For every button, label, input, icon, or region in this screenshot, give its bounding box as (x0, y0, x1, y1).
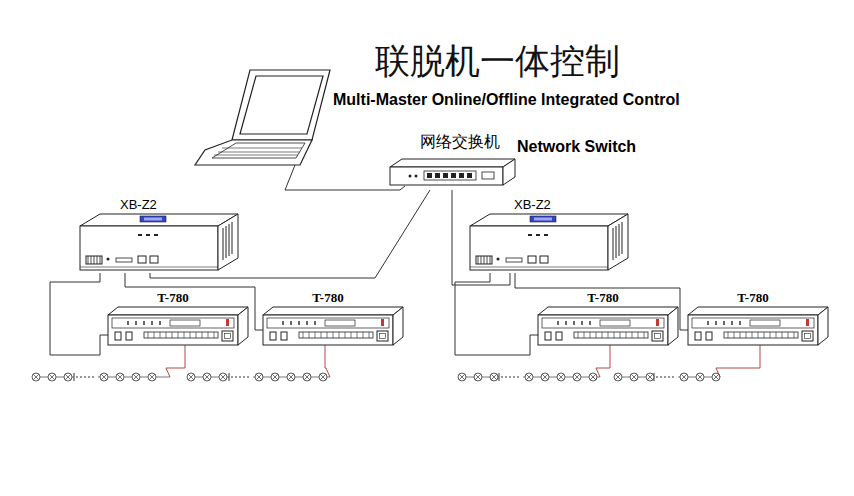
controller-box: XB-Z2 (470, 198, 628, 273)
device-label: T-780 (108, 291, 238, 305)
device-label: T-780 (263, 291, 393, 305)
laptop-cable (285, 165, 405, 190)
device-drawing (263, 307, 403, 347)
subtitle: Multi-Master Online/Offline Integrated C… (333, 91, 680, 109)
device-caption: Network Switch (517, 138, 636, 156)
device-label: T-780 (688, 291, 818, 305)
sub-controller-box: T-780 (263, 291, 403, 347)
device-label: XB-Z2 (514, 198, 551, 212)
laptop-icon (195, 70, 330, 165)
diagram-title: 联脱机一体控制 (0, 38, 854, 85)
sub-controller-box: T-780 (538, 291, 678, 347)
device-drawing (108, 307, 248, 347)
controller-box: XB-Z2 (80, 198, 238, 273)
sub-controller-box: T-780 (688, 291, 828, 347)
device-drawing (538, 307, 678, 347)
sub-controller-box: T-780 (108, 291, 248, 347)
device-label: 网络交换机 (420, 133, 500, 151)
device-label: XB-Z2 (120, 198, 157, 212)
network-cable (455, 273, 538, 355)
network-cable (50, 273, 108, 355)
lamp-chains (32, 345, 760, 381)
device-drawing (470, 214, 628, 272)
device-drawing (390, 159, 515, 187)
network-switch: 网络交换机Network Switch (390, 133, 515, 190)
device-drawing (80, 214, 238, 272)
device-label: T-780 (538, 291, 668, 305)
device-drawing (688, 307, 828, 347)
